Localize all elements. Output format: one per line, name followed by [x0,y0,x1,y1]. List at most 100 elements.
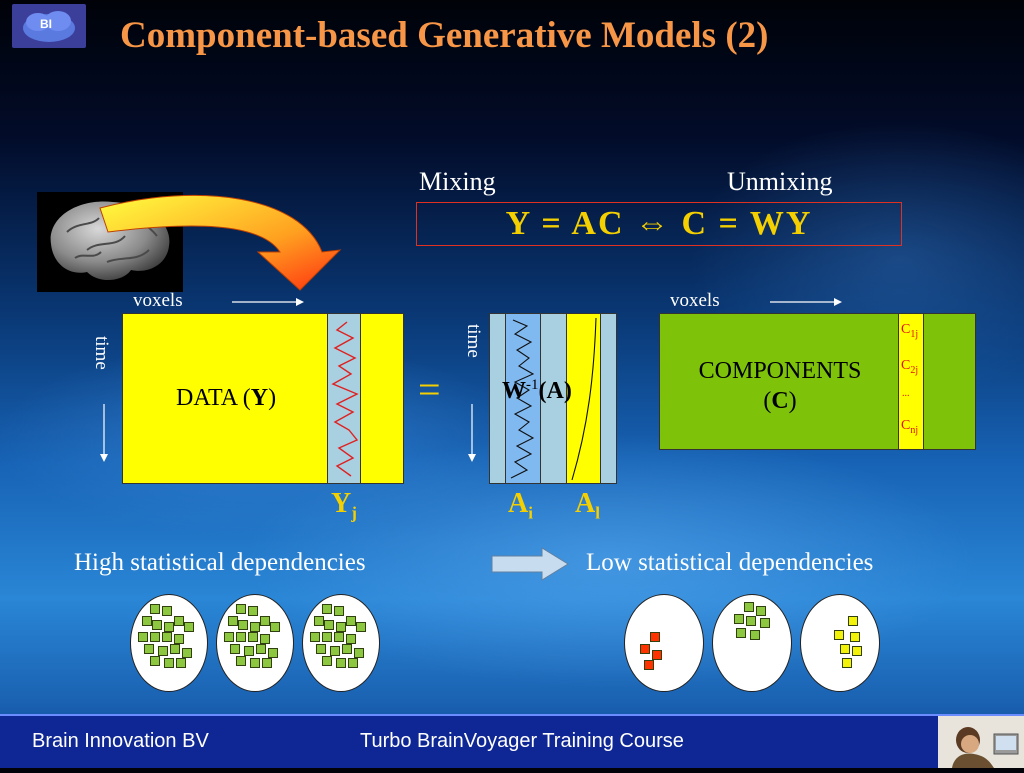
dependency-dot [250,622,260,632]
dependency-dot [162,632,172,642]
dependency-ellipse-1 [130,594,208,692]
dependency-dot [322,632,332,642]
dependency-dot [356,622,366,632]
mixing-label: Mixing [419,167,496,196]
dependency-dot [184,622,194,632]
dependency-dot [238,620,248,630]
data-matrix-label: DATA (Y) [176,385,277,411]
dependency-dot [760,618,770,628]
dependency-dot [736,628,746,638]
dependency-dot [756,606,766,616]
dependency-dot [236,632,246,642]
dependency-dot [144,644,154,654]
person-at-computer-icon [938,716,1024,768]
right-arrow-icon [491,547,569,581]
low-dependencies-label: Low statistical dependencies [586,549,874,576]
dependency-dot [342,644,352,654]
dependency-dot [354,648,364,658]
dependency-dot [336,658,346,668]
mixing-axis-time: time [463,324,484,358]
dependency-dot [260,634,270,644]
data-timecourse-icon [331,321,359,477]
label-al: Al [575,488,600,523]
dependency-dot [734,614,744,624]
dependency-dot [346,616,356,626]
mixing-trend-icon [571,317,597,481]
dependency-dot [162,606,172,616]
dependency-dot [848,616,858,626]
component-ellipsis: ... [902,388,910,399]
component-c1j: C1j [901,322,919,340]
label-ai: Ai [508,488,533,523]
dependency-dot [164,658,174,668]
dependency-dot [170,644,180,654]
data-axis-time: time [91,336,112,370]
dependency-dot [852,646,862,656]
components-axis-voxels: voxels [670,290,720,311]
mixing-timecourse-icon [510,319,535,479]
dependency-ellipse-4 [624,594,704,692]
component-cnj: Cnj [901,418,919,436]
dependency-dot [164,622,174,632]
logo-cloud-icon [23,11,75,42]
dependency-dot [224,632,234,642]
dependency-dot [750,630,760,640]
dependency-dot [268,648,278,658]
time-arrow-icon [100,404,108,462]
dependency-dot [182,648,192,658]
dependency-dot [640,644,650,654]
dependency-dot [230,644,240,654]
dependency-dot [652,650,662,660]
dependency-dot [644,660,654,670]
dependency-dot [228,616,238,626]
dependency-dot [348,658,358,668]
footer-bar [0,714,1024,768]
components-matrix-label: COMPONENTS (C) [698,358,862,414]
dependency-dot [236,656,246,666]
dependency-dot [310,632,320,642]
dependency-dot [834,630,844,640]
dependency-dot [650,632,660,642]
dependency-dot [152,620,162,630]
high-dependencies-label: High statistical dependencies [74,549,366,576]
dependency-dot [270,622,280,632]
dependency-dot [142,616,152,626]
dependency-dot [260,616,270,626]
dependency-dot [150,632,160,642]
equals-sign: = [418,367,441,412]
dependency-dot [244,646,254,656]
equation-box [416,202,902,246]
dependency-dot [248,606,258,616]
dependency-dot [334,606,344,616]
dependency-dot [322,656,332,666]
equation-formula: Y = AC ⇔ C = WY [505,205,813,242]
dependency-dot [262,658,272,668]
dependency-dot [174,616,184,626]
dependency-dot [250,658,260,668]
dependency-dot [324,620,334,630]
logo-text: BI [40,17,52,31]
dependency-dot [176,658,186,668]
dependency-dot [150,604,160,614]
curved-arrow-icon [99,194,342,291]
dependency-dot [842,658,852,668]
dependency-dot [744,602,754,612]
dependency-dot [314,616,324,626]
footer-course: Turbo BrainVoyager Training Course [360,730,684,752]
dependency-dot [236,604,246,614]
voxels-arrow-icon [232,298,304,306]
mixing-time-arrow-icon [468,404,476,462]
mixing-column-ai [505,313,541,484]
dependency-dot [158,646,168,656]
slide-title: Component-based Generative Models (2) [120,15,769,56]
dependency-dot [336,622,346,632]
footer-photo [938,716,1024,768]
dependency-dot [746,616,756,626]
unmixing-label: Unmixing [727,167,833,196]
dependency-dot [174,634,184,644]
data-axis-voxels: voxels [133,290,183,311]
dependency-dot [850,632,860,642]
dependency-dot [150,656,160,666]
footer-company: Brain Innovation BV [32,730,209,752]
data-column-yj [327,313,361,484]
